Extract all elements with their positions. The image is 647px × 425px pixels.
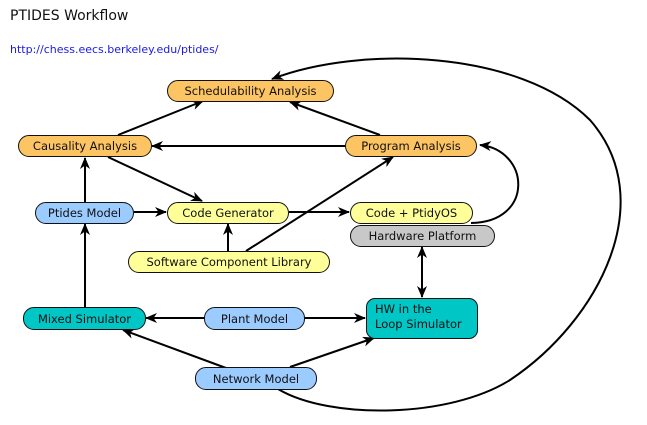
edge-network-to-mixed — [122, 329, 227, 369]
node-plant-model[interactable]: Plant Model — [204, 307, 305, 330]
node-label: Plant Model — [220, 311, 289, 326]
page-title: PTIDES Workflow — [10, 8, 129, 24]
node-hw-in-the-loop-simulator[interactable]: HW in the Loop Simulator — [366, 298, 478, 339]
node-schedulability-analysis[interactable]: Schedulability Analysis — [167, 80, 334, 102]
node-hardware-platform[interactable]: Hardware Platform — [350, 225, 495, 247]
node-label: Software Component Library — [146, 255, 312, 269]
edge-program-to-schedulability — [289, 101, 381, 136]
node-label: Hardware Platform — [368, 229, 477, 243]
node-label: Code + PtidyOS — [365, 206, 458, 220]
node-label: Ptides Model — [47, 206, 122, 220]
node-label: Program Analysis — [361, 139, 461, 153]
node-ptides-model[interactable]: Ptides Model — [35, 202, 134, 224]
node-label: Schedulability Analysis — [184, 84, 317, 98]
ptides-link[interactable]: http://chess.eecs.berkeley.edu/ptides/ — [10, 43, 219, 56]
node-label: Causality Analysis — [32, 139, 138, 153]
node-label: Code Generator — [182, 206, 274, 220]
edge-causality-to-codegen — [107, 156, 203, 202]
edge-causality-to-schedulability — [117, 100, 204, 136]
node-causality-analysis[interactable]: Causality Analysis — [18, 135, 152, 157]
node-software-component-library[interactable]: Software Component Library — [128, 251, 330, 273]
node-label-line1: HW in the — [375, 302, 432, 316]
node-code-ptidyos[interactable]: Code + PtidyOS — [350, 202, 473, 224]
edge-library-to-program — [245, 156, 394, 252]
edge-network-to-schedulability — [271, 57, 622, 412]
edge-ptidyos-to-program — [470, 141, 520, 224]
node-label-line2: Loop Simulator — [375, 317, 462, 331]
node-network-model[interactable]: Network Model — [195, 367, 317, 390]
edge-network-to-hwloop — [289, 336, 375, 368]
node-program-analysis[interactable]: Program Analysis — [345, 135, 477, 157]
node-label: Mixed Simulator — [37, 311, 132, 326]
node-code-generator[interactable]: Code Generator — [167, 202, 289, 224]
node-label: Network Model — [212, 371, 300, 386]
node-mixed-simulator[interactable]: Mixed Simulator — [23, 307, 146, 330]
